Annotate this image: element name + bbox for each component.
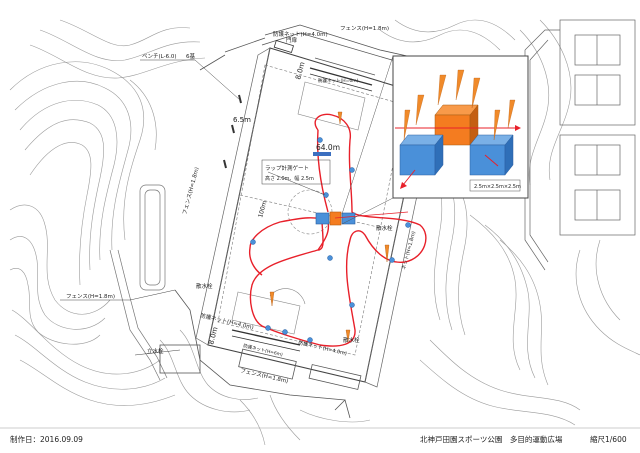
toilet-label: 立水栓 xyxy=(147,347,164,355)
drinking-left-label: 散水栓 xyxy=(196,282,213,290)
dim-100-label: 100m xyxy=(257,200,268,219)
net-bottom-right-label: 防護ネット(H=4.0m) xyxy=(298,339,348,357)
fence-top-label: フェンス(H=1.8m) xyxy=(340,25,389,32)
fence-bottom-label: フェンス(H=1.8m) xyxy=(240,367,289,385)
dim-64-label: 64.0m xyxy=(316,143,340,152)
callout-leaders xyxy=(60,59,331,356)
drinking-bottom-label: 散水栓 xyxy=(343,336,360,344)
terrain-contours xyxy=(9,19,640,446)
map-title: 北神戸田園スポーツ公園 多目的運動広場 xyxy=(420,435,563,444)
fence-left-vertical-label: フェンス(H=1.8m) xyxy=(181,166,200,215)
fence-left-label: フェンス(H=1.8m) xyxy=(66,293,115,300)
net-top-label: 防護ネット(H=4.0m) xyxy=(273,30,328,38)
bench-label: ベンチ(L-6.0) xyxy=(142,53,177,60)
dim-6-5-label: 6.5m xyxy=(233,116,251,124)
right-facilities xyxy=(524,19,636,271)
gate-title-label: ラップ計測ゲート xyxy=(265,164,309,172)
drinking-label: 散水栓 xyxy=(376,224,393,232)
net-bottom-left-label: 防護ネット(H=4.0m) xyxy=(200,311,255,331)
lap-gate xyxy=(315,211,356,226)
route-direction-markers xyxy=(250,137,411,343)
dim-8-0-bottom-label: 8.0m xyxy=(207,326,219,346)
gate-label: 門扉 xyxy=(286,36,298,44)
gate-marker-top xyxy=(313,152,331,156)
field-inner-line xyxy=(217,64,406,356)
gate-inset xyxy=(341,55,529,225)
bench-count-label: 6基 xyxy=(186,52,195,60)
dim-8-0-top-label: 8.0m xyxy=(294,61,306,81)
cones xyxy=(269,111,390,343)
bench-markers xyxy=(223,94,242,169)
gate-size-label: 高さ 2.0m、幅 2.5m xyxy=(265,175,314,182)
net-inner-top-label: 防護ネット(H=6m) xyxy=(318,77,359,84)
dim-right-vertical-label: ネット(H=1.8m) xyxy=(401,231,417,271)
inset-size-label: 2.5m×2.5m×2.5m xyxy=(474,184,521,190)
made-date: 制作日：2016.09.09 xyxy=(10,435,83,444)
net-inner-bottom-label: 防護ネット(H=6m) xyxy=(243,342,284,358)
map-scale: 縮尺1/600 xyxy=(590,435,627,444)
